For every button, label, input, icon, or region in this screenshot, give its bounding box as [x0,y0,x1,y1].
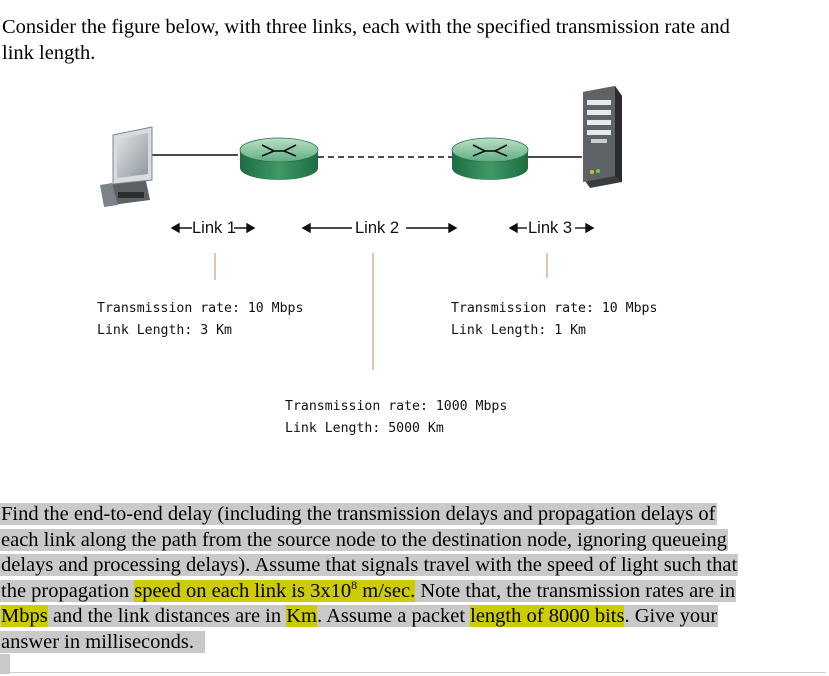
link-1-label: Link 1 [192,219,237,237]
intro-text: Consider the figure below, with three li… [2,16,730,64]
question-text: Find the end-to-end delay (including the… [0,503,739,653]
link-3-rate: Transmission rate: 10 Mbps [451,301,658,316]
shade-tab [0,654,10,674]
server-icon [583,86,622,188]
highlight-km: Km [286,605,317,627]
highlight-packet-length: length of 8000 bits [470,605,625,627]
link-1-length: Link Length: 3 Km [97,323,232,338]
link-2-label: Link 2 [355,219,400,237]
highlight-mbps: Mbps [1,605,48,627]
link-3-length: Link Length: 1 Km [451,323,586,338]
link-3-label: Link 3 [528,219,573,237]
link-2-rate: Transmission rate: 1000 Mbps [285,399,508,414]
router-icon [451,137,529,180]
router-icon [239,137,319,180]
bottom-rule [10,672,826,673]
link-1-rate: Transmission rate: 10 Mbps [97,301,304,316]
highlight-speed: speed on each link is 3x108 m/sec. [134,577,416,602]
link-2-length: Link Length: 5000 Km [285,421,444,436]
computer-icon [100,126,153,207]
